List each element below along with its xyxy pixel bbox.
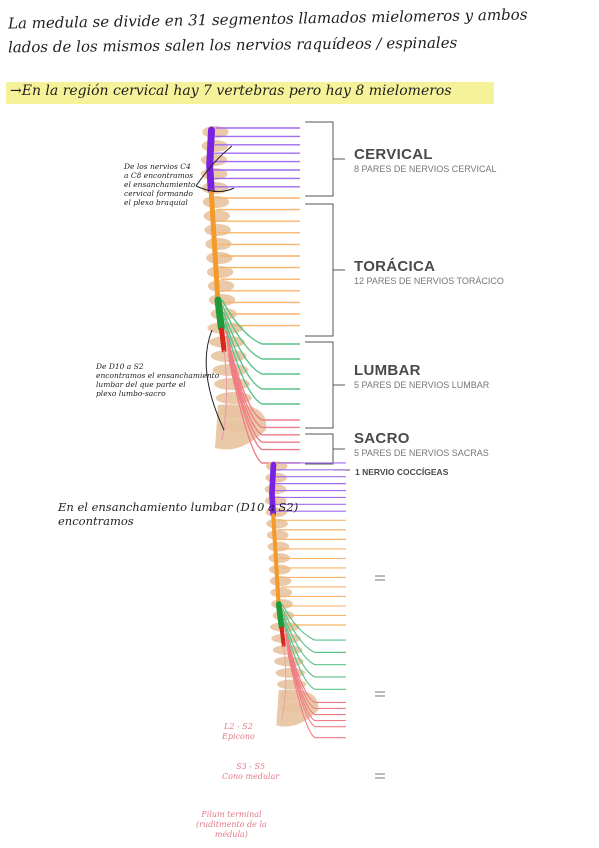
diagram2-heading-2: encontramos bbox=[58, 514, 134, 528]
pointer-line bbox=[205, 329, 225, 431]
vertebra bbox=[206, 252, 233, 264]
vertebra bbox=[265, 472, 287, 483]
region-thoracic: TORÁCICA 12 PARES DE NERVIOS TORÁCICO bbox=[354, 258, 504, 286]
spinal-nerve bbox=[227, 347, 300, 443]
spinal-nerve bbox=[282, 613, 346, 666]
filum-terminale bbox=[281, 644, 287, 719]
filum-terminale bbox=[221, 349, 228, 441]
spinal-nerve bbox=[285, 638, 346, 716]
spinal-nerve bbox=[228, 359, 300, 464]
cord-cervical bbox=[269, 461, 277, 517]
highlight-note: →En la región cervical hay 7 vertebras p… bbox=[10, 83, 452, 99]
vertebra bbox=[268, 564, 291, 575]
spinal-nerve bbox=[221, 299, 300, 345]
spinal-nerve bbox=[222, 311, 300, 375]
spinal-nerve bbox=[284, 628, 346, 703]
region-thoracic-sub: 12 PARES DE NERVIOS TORÁCICO bbox=[354, 276, 504, 286]
region-lumbar: LUMBAR 5 PARES DE NERVIOS LUMBAR bbox=[354, 362, 489, 390]
region-thoracic-name: TORÁCICA bbox=[354, 258, 436, 275]
spinal-nerve bbox=[287, 653, 346, 739]
region-cervical-name: CERVICAL bbox=[354, 146, 433, 163]
spinal-nerve bbox=[225, 335, 300, 429]
spinal-nerve bbox=[227, 353, 300, 451]
vertebra bbox=[200, 154, 228, 166]
spinal-nerve bbox=[286, 643, 346, 722]
region-lumbar-name: LUMBAR bbox=[354, 362, 421, 379]
cord-sacral bbox=[219, 327, 227, 353]
cord-sacral bbox=[279, 626, 286, 648]
region-sacral-sub: 5 PARES DE NERVIOS SACRAS bbox=[354, 448, 489, 458]
pointer-line bbox=[195, 145, 233, 187]
vertebra bbox=[267, 541, 290, 552]
spinal-nerve bbox=[283, 623, 346, 690]
spine-diagram-1 bbox=[195, 121, 350, 471]
spinal-nerve bbox=[282, 608, 346, 653]
region-sacral: SACRO 5 PARES DE NERVIOS SACRAS bbox=[354, 430, 489, 458]
cord-thoracic bbox=[271, 513, 281, 607]
filum-terminal-note: Filum terminal (ruditmento de la médula) bbox=[196, 810, 267, 839]
spinal-nerve bbox=[223, 317, 300, 390]
coccygeal-label: 1 NERVIO COCCÍGEAS bbox=[355, 467, 449, 477]
spinal-nerve bbox=[224, 329, 300, 421]
dash-mark bbox=[375, 773, 385, 779]
dash-mark bbox=[375, 575, 385, 581]
vertebra bbox=[204, 224, 231, 236]
spinal-nerve bbox=[224, 323, 300, 405]
cord-lumbar bbox=[275, 601, 285, 630]
spinal-nerve bbox=[283, 618, 346, 678]
diagram2-heading-1: En el ensanchamiento lumbar (D10 a S2) bbox=[58, 500, 299, 514]
bracket-lumbar bbox=[305, 341, 345, 429]
spinal-nerve bbox=[285, 633, 346, 710]
cono-medular-note: S3 - S5 Cono medular bbox=[222, 762, 280, 781]
spinal-nerve bbox=[281, 603, 346, 641]
highlight-band bbox=[6, 82, 494, 104]
bracket-sacral bbox=[305, 433, 345, 465]
vertebra bbox=[203, 210, 230, 222]
spinal-nerve bbox=[226, 341, 300, 436]
region-sacral-name: SACRO bbox=[354, 430, 410, 447]
dash-mark bbox=[375, 691, 385, 697]
spinal-nerve bbox=[222, 305, 300, 360]
region-cervical: CERVICAL 8 PARES DE NERVIOS CERVICAL bbox=[354, 146, 497, 174]
vertebra bbox=[201, 182, 229, 194]
spine-diagram-2 bbox=[264, 461, 385, 779]
lumbar-enlargement-note: De D10 a S2 encontramos el ensanchamient… bbox=[96, 362, 220, 398]
vertebra bbox=[264, 484, 287, 495]
cervical-enlargement-note: De los nervios C4 a C8 encontramos el en… bbox=[124, 162, 196, 207]
region-cervical-sub: 8 PARES DE NERVIOS CERVICAL bbox=[354, 164, 497, 174]
bracket-cervical bbox=[305, 121, 345, 197]
cord-lumbar bbox=[214, 296, 225, 332]
pointer-line bbox=[195, 185, 235, 192]
bracket-thoracic bbox=[305, 203, 345, 337]
vertebra bbox=[201, 140, 228, 152]
region-lumbar-sub: 5 PARES DE NERVIOS LUMBAR bbox=[354, 380, 490, 390]
cord-thoracic bbox=[208, 189, 221, 303]
epicono-note: L2 - S2 Epicono bbox=[222, 722, 255, 741]
spinal-nerve bbox=[286, 648, 346, 728]
cord-cervical bbox=[206, 126, 215, 194]
vertebra bbox=[266, 530, 289, 541]
